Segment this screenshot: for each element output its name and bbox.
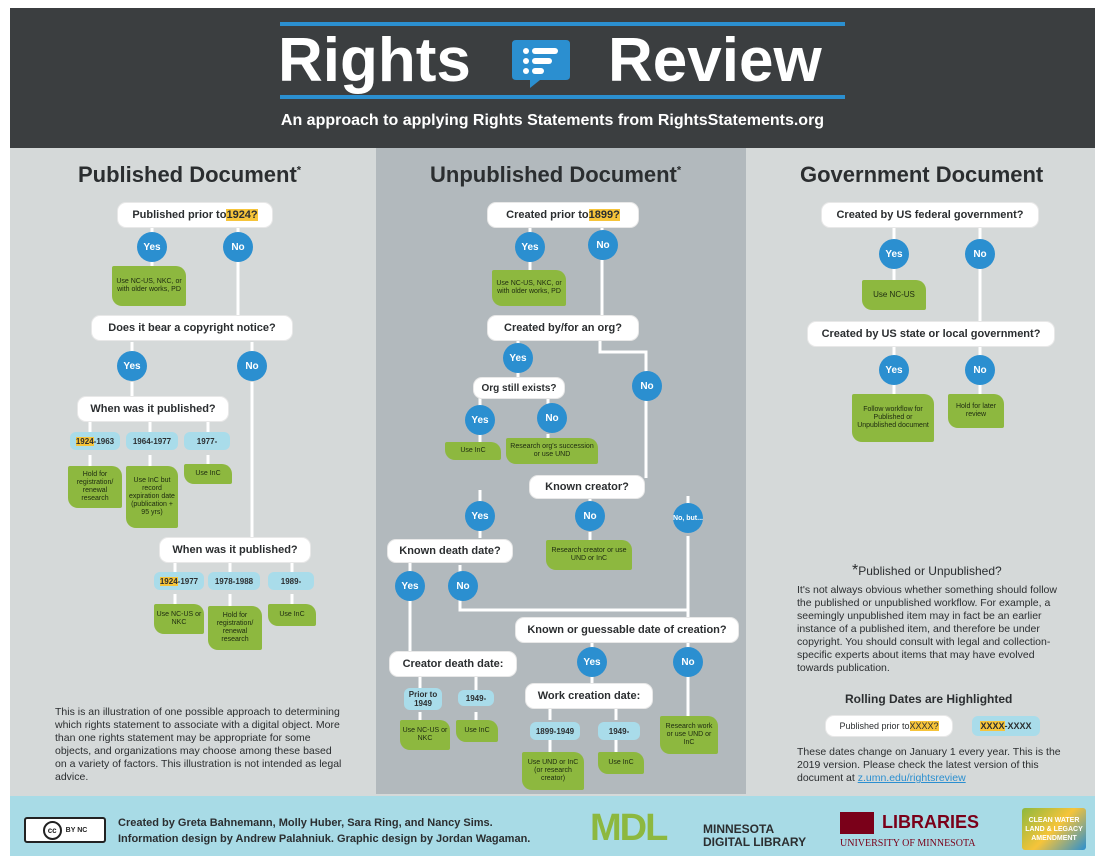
answer-use-nc-us: Use NC-US <box>862 280 926 310</box>
answer-use-inc-2: Use InC <box>456 720 498 742</box>
credits-line-2: Information design by Andrew Palahniuk. … <box>118 833 531 845</box>
no-marker: No <box>575 501 605 531</box>
no-but-marker: No, but... <box>673 503 703 533</box>
speech-bubble-list-icon <box>510 36 572 90</box>
no-marker: No <box>632 371 662 401</box>
aside-text: It's not always obvious whether somethin… <box>797 584 1057 674</box>
mdl-logo: MDL <box>590 807 668 849</box>
date-range-1924-1977: 1924-1977 <box>154 572 204 590</box>
title-rights: Rights <box>278 26 471 95</box>
answer-use-inc: Use InC <box>445 442 501 460</box>
answer-use-nc-us-nkc: Use NC-US or NKC <box>154 604 204 634</box>
asterisk-mark: * <box>676 164 682 177</box>
credits-line-1: Created by Greta Bahnemann, Molly Huber,… <box>118 817 493 829</box>
date-range-1978-1988: 1978-1988 <box>208 572 260 590</box>
date-range-1899-1949: 1899-1949 <box>530 722 580 740</box>
answer-hold-research-2: Hold for registration/ renewal research <box>208 606 262 650</box>
no-marker: No <box>588 230 618 260</box>
answer-research-creator: Research creator or use UND or InC <box>546 540 632 570</box>
asterisk-mark: * <box>296 164 302 177</box>
cc-terms: BY NC <box>65 826 88 834</box>
unpublished-heading: Unpublished Document* <box>430 162 682 187</box>
unpublished-q-work-creation-date: Work creation date: <box>526 684 652 708</box>
change-notice: These dates change on January 1 every ye… <box>797 746 1061 784</box>
rightsreview-link[interactable]: z.umn.edu/rightsreview <box>857 772 966 784</box>
answer-use-nc-us-nkc: Use NC-US or NKC <box>400 720 450 750</box>
answer-follow-workflow: Follow workflow for Published or Unpubli… <box>852 394 934 442</box>
no-marker: No <box>237 351 267 381</box>
unpublished-q-known-death-date: Known death date? <box>388 540 512 562</box>
yes-marker: Yes <box>465 405 495 435</box>
yes-marker: Yes <box>515 232 545 262</box>
answer-hold-research: Hold for registration/ renewal research <box>68 466 122 508</box>
date-range-prior-1949: Prior to 1949 <box>404 688 442 710</box>
published-q-prior-1924: Published prior to 1924? <box>118 203 272 227</box>
legal-disclaimer: This is an illustration of one possible … <box>55 706 342 783</box>
unpublished-q-prior-1899: Created prior to 1899? <box>488 203 638 227</box>
subtitle: An approach to applying Rights Statement… <box>280 112 825 129</box>
date-range-1977-on: 1977- <box>184 432 230 450</box>
unpublished-q-created-by-org: Created by/for an org? <box>488 316 638 340</box>
title-top-rule <box>280 22 845 26</box>
cc-icon: cc <box>42 820 62 840</box>
answer-research-succession: Research org's succession or use UND <box>506 438 598 464</box>
answer-use-inc-2: Use InC <box>268 604 316 626</box>
mdl-name-line-1: MINNESOTA <box>703 822 775 836</box>
unpublished-q-creator-death-date: Creator death date: <box>390 652 516 676</box>
yes-marker: Yes <box>465 501 495 531</box>
gov-q-federal: Created by US federal government? <box>822 203 1038 227</box>
answer-use-nc-us: Use NC-US, NKC, or with older works, PD <box>492 270 566 306</box>
unpublished-q-org-exists: Org still exists? <box>474 378 564 398</box>
answer-hold-later-review: Hold for later review <box>948 394 1004 428</box>
yes-marker: Yes <box>137 232 167 262</box>
date-range-1949-on-2: 1949- <box>598 722 640 740</box>
umn-libraries: LIBRARIES <box>882 812 980 832</box>
umn-subtitle: UNIVERSITY OF MINNESOTA <box>840 838 976 849</box>
credits: Created by Greta Bahnemann, Molly Huber,… <box>118 815 530 847</box>
published-heading: Published Document* <box>78 162 302 187</box>
published-q-copyright-notice: Does it bear a copyright notice? <box>92 316 292 340</box>
date-range-1964-1977: 1964-1977 <box>126 432 178 450</box>
gov-q-state-local: Created by US state or local government? <box>808 322 1054 346</box>
date-range-1924-1963: 1924-1963 <box>70 432 120 450</box>
unpublished-q-date-of-creation: Known or guessable date of creation? <box>516 618 738 642</box>
answer-use-inc-record: Use InC but record expiration date (publ… <box>126 466 178 528</box>
date-range-1989-on: 1989- <box>268 572 314 590</box>
legacy-amendment-logo: CLEAN WATER LAND & LEGACY AMENDMENT <box>1022 808 1086 850</box>
yes-marker: Yes <box>395 571 425 601</box>
answer-research-work: Research work or use UND or InC <box>660 716 718 754</box>
mdl-name: MINNESOTA DIGITAL LIBRARY <box>703 823 806 849</box>
umn-m-logo <box>840 812 874 834</box>
no-marker: No <box>223 232 253 262</box>
answer-use-und-inc: Use UND or InC (or research creator) <box>522 752 584 790</box>
no-marker: No <box>965 355 995 385</box>
answer-use-nc-us: Use NC-US, NKC, or with older works, PD <box>112 266 186 306</box>
answer-use-inc-3: Use InC <box>598 752 644 774</box>
cc-license-badge: cc BY NC <box>24 817 106 843</box>
published-q-when-published: When was it published? <box>78 397 228 421</box>
government-heading: Government Document <box>800 162 1044 187</box>
answer-use-inc: Use InC <box>184 464 232 484</box>
unpublished-q-known-creator: Known creator? <box>530 476 644 498</box>
title-review: Review <box>608 26 822 95</box>
mdl-name-line-2: DIGITAL LIBRARY <box>703 835 807 849</box>
no-marker: No <box>537 403 567 433</box>
title-bottom-rule <box>280 95 845 99</box>
no-marker: No <box>673 647 703 677</box>
yes-marker: Yes <box>879 355 909 385</box>
no-marker: No <box>448 571 478 601</box>
yes-marker: Yes <box>577 647 607 677</box>
published-q-when-published-2: When was it published? <box>160 538 310 562</box>
no-marker: No <box>965 239 995 269</box>
aside-title: *Published or Unpublished? <box>852 562 1002 579</box>
yes-marker: Yes <box>879 239 909 269</box>
date-range-1949-on: 1949- <box>458 690 494 706</box>
rolling-example-range: XXXX-XXXX <box>972 716 1040 736</box>
rolling-dates-title: Rolling Dates are Highlighted <box>845 692 1013 706</box>
rolling-example-question: Published prior to XXXX? <box>826 716 952 736</box>
yes-marker: Yes <box>117 351 147 381</box>
yes-marker: Yes <box>503 343 533 373</box>
footer-bar <box>10 796 1095 856</box>
